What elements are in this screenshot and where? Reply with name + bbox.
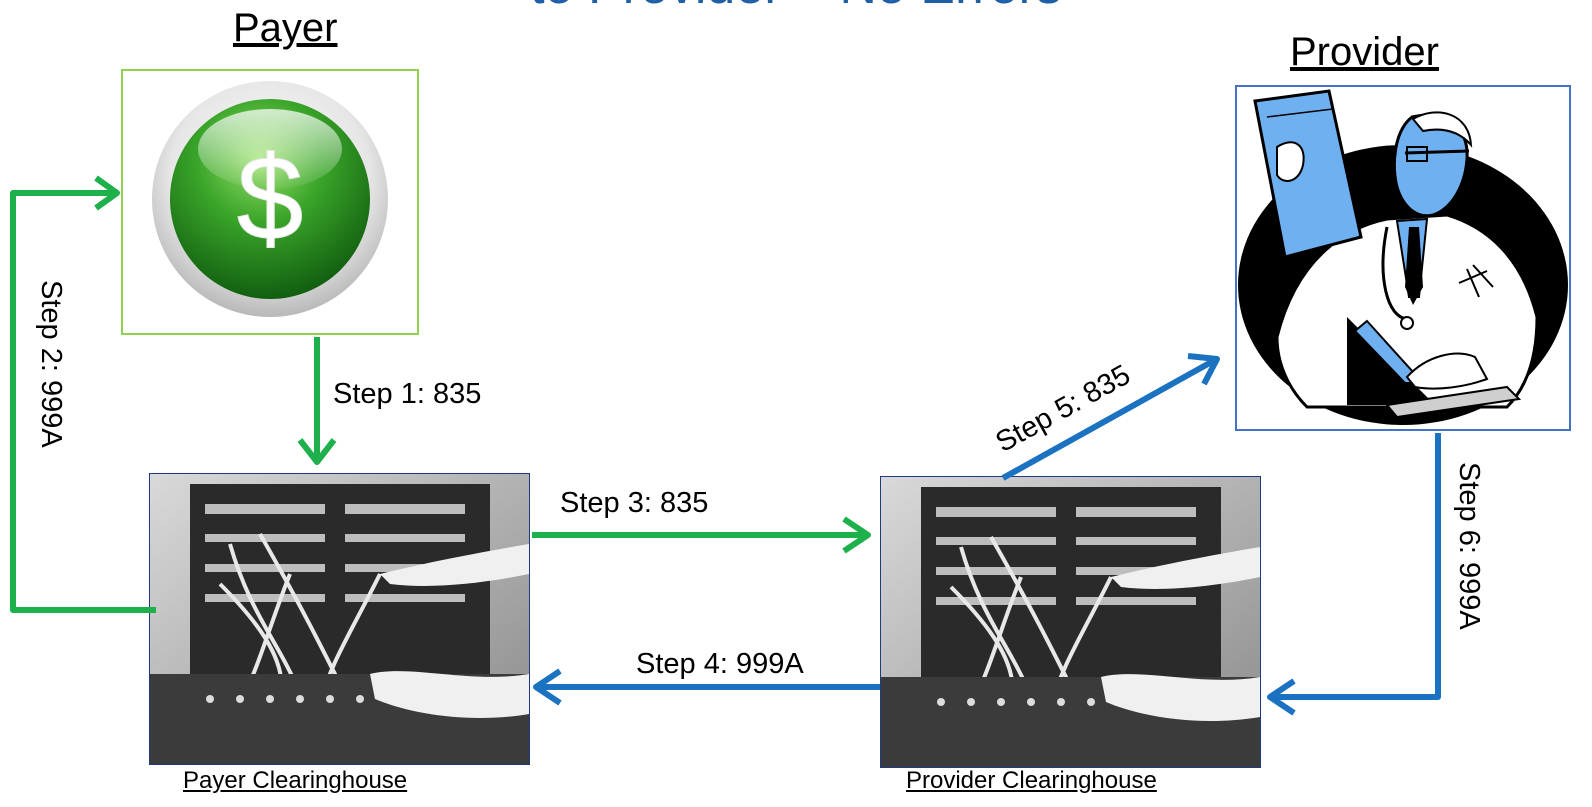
provider-box [1235, 85, 1571, 431]
dollar-coin-icon: $ [152, 81, 388, 317]
step2-arrow [10, 190, 156, 613]
provider-clearinghouse-photo [880, 476, 1261, 768]
step4-arrowhead [533, 668, 562, 706]
step6-label: Step 6: 999A [1453, 462, 1485, 630]
payer-box: $ [121, 69, 419, 335]
step1-label: Step 1: 835 [333, 378, 482, 410]
provider-clearinghouse-caption: Provider Clearinghouse [906, 767, 1157, 794]
svg-text:$: $ [237, 131, 304, 265]
switchboard-operator-photo [881, 477, 1260, 767]
payer-clearinghouse-caption: Payer Clearinghouse [183, 767, 408, 794]
switchboard-operator-photo [150, 474, 529, 764]
step2-arrowhead [94, 175, 120, 211]
payer-heading: Payer [233, 6, 338, 50]
step4-label: Step 4: 999A [636, 648, 804, 680]
payer-clearinghouse-photo [149, 473, 530, 765]
step2-label: Step 2: 999A [35, 280, 67, 448]
step1-arrowhead [297, 438, 337, 465]
step5-arrow [1001, 357, 1217, 481]
step6-arrow [1272, 433, 1441, 700]
step3-label: Step 3: 835 [560, 487, 709, 519]
doctor-with-laptop-icon [1238, 89, 1568, 425]
step5-arrowhead [1187, 353, 1220, 386]
slide-title: to Provider – No Errors [0, 0, 1592, 16]
provider-heading: Provider [1290, 30, 1439, 74]
step3-arrowhead [842, 516, 871, 554]
step6-arrowhead [1267, 678, 1296, 716]
